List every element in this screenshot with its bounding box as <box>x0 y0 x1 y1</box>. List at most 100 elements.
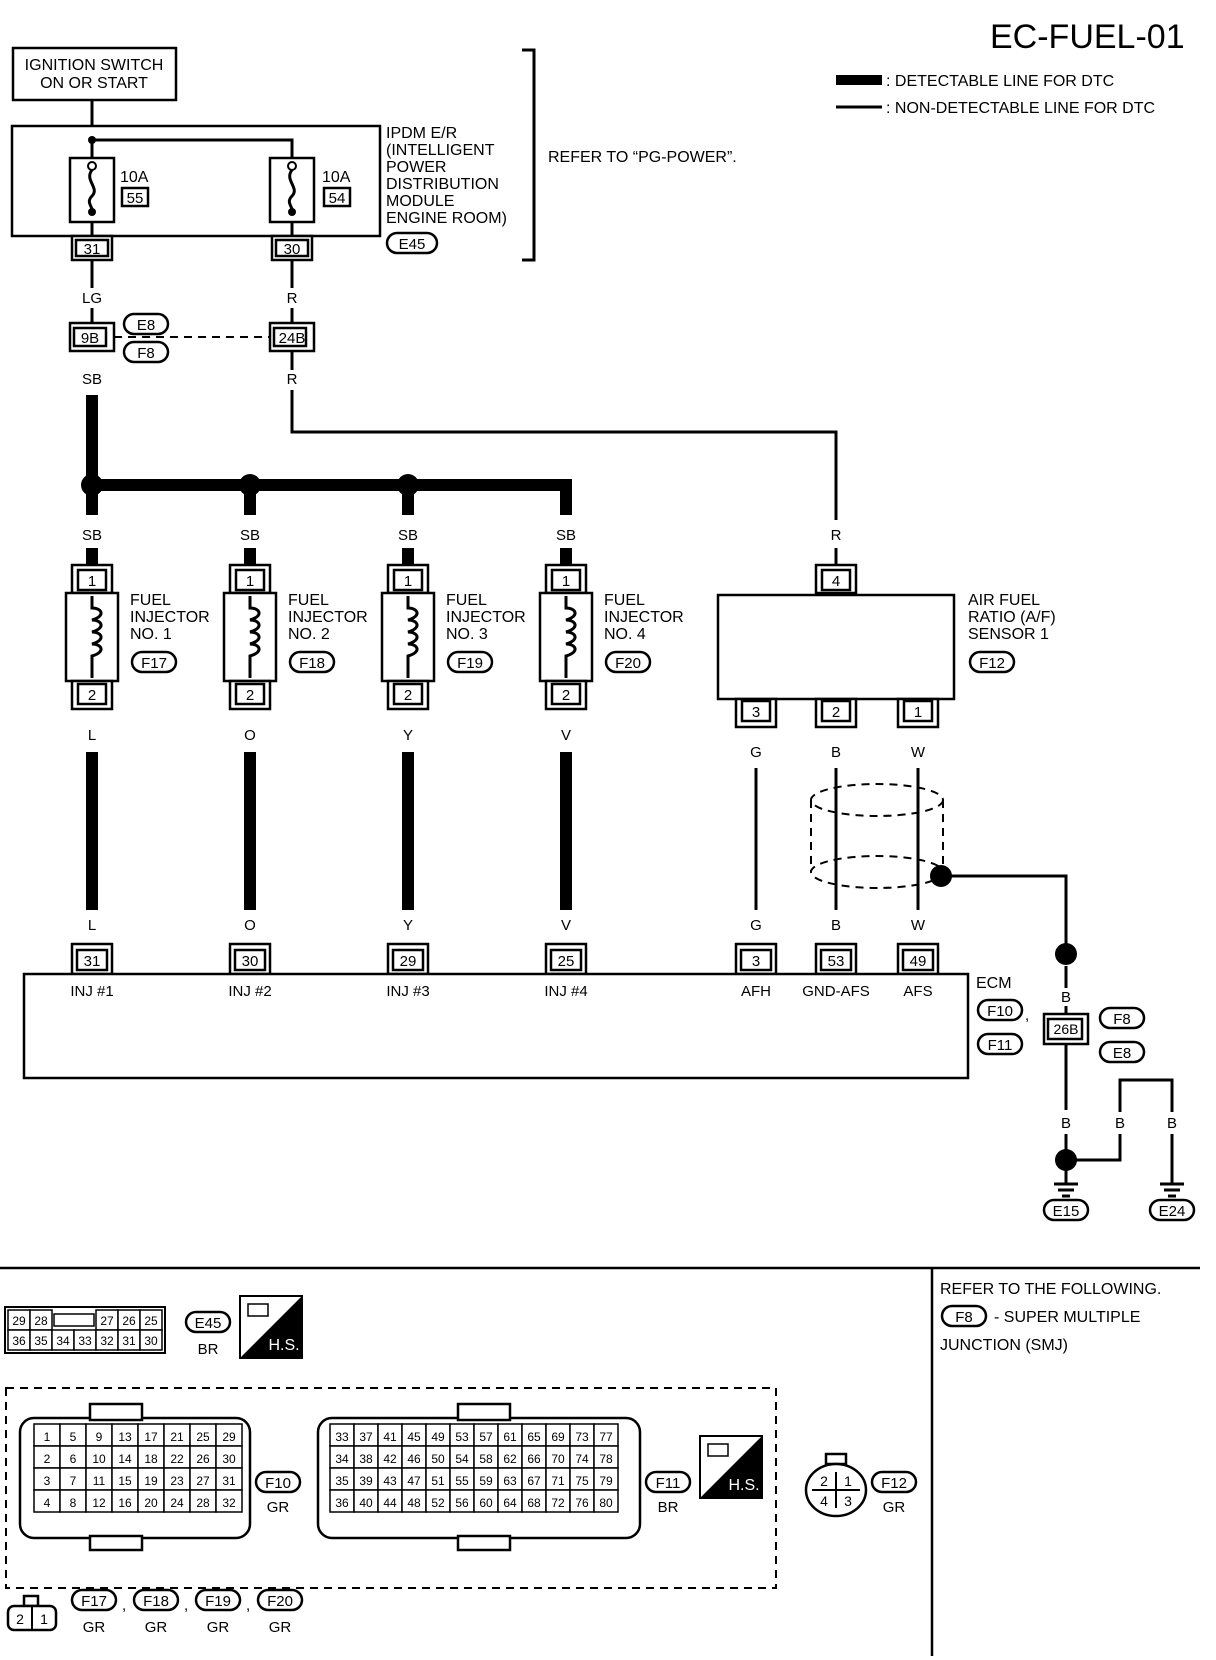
wire-r-mid: R <box>287 371 298 388</box>
ecm-wire-y: Y <box>403 917 413 934</box>
inj1-connector: F17 <box>141 655 167 672</box>
inj4-wire-sb: SB <box>556 527 576 544</box>
e45-view-name: E45 <box>195 1315 222 1332</box>
fuse-54-number: 54 <box>329 190 346 207</box>
f10-pin-16: 16 <box>118 1496 132 1510</box>
inj3-pin-bottom: 2 <box>404 687 412 704</box>
gnd-wire-b3: B <box>1115 1115 1125 1132</box>
f12-pin-2: 2 <box>820 1473 828 1489</box>
ecm-connector-f10: F10 <box>987 1003 1013 1020</box>
inj4-name-1: FUEL <box>604 592 645 609</box>
ecm-pin-25: 25 <box>558 953 575 970</box>
inj2-wire-sb: SB <box>240 527 260 544</box>
ignition-switch-box <box>11 46 178 102</box>
f10-pin-8: 8 <box>70 1496 77 1510</box>
f10-pin-19: 19 <box>144 1474 158 1488</box>
f11-pin-70: 70 <box>551 1452 565 1466</box>
f11-pin-41: 41 <box>383 1430 397 1444</box>
f10-pin-24: 24 <box>170 1496 184 1510</box>
ecm-pin-29: 29 <box>400 953 417 970</box>
inj1-name-1: FUEL <box>130 592 171 609</box>
f10-view-color: GR <box>267 1499 290 1516</box>
f10-pin-11: 11 <box>93 1474 106 1488</box>
f10-pin-27: 27 <box>196 1474 210 1488</box>
f12-pin-3: 3 <box>844 1493 852 1509</box>
inj2-name-2: INJECTOR <box>288 609 368 626</box>
inj4-connector: F20 <box>615 655 641 672</box>
f11-pin-53: 53 <box>455 1430 469 1444</box>
inj-view-pin-2: 2 <box>16 1611 24 1627</box>
inj-view-color-4: GR <box>269 1619 292 1636</box>
f11-pin-56: 56 <box>455 1496 469 1510</box>
svg-text:,: , <box>1025 1007 1029 1024</box>
f10-pin-14: 14 <box>118 1452 132 1466</box>
hs-badge-1: H.S. <box>239 1295 303 1359</box>
inj-view-sep-2: , <box>184 1597 188 1614</box>
ecm-wire-o: O <box>244 917 256 934</box>
f11-pin-55: 55 <box>455 1474 469 1488</box>
inj-view-name-f18: F18 <box>143 1593 169 1610</box>
af-sensor-body <box>716 593 956 701</box>
refer-following-2: - SUPER MULTIPLE <box>994 1309 1140 1326</box>
f11-pin-33: 33 <box>335 1430 349 1444</box>
inj1-pin-top: 1 <box>88 573 96 590</box>
f10-pin-17: 17 <box>144 1430 158 1444</box>
e45-pin-26: 26 <box>122 1314 136 1328</box>
f10-pin-12: 12 <box>92 1496 106 1510</box>
inj-view-sep-1: , <box>122 1597 126 1614</box>
inj1-pin-bottom: 2 <box>88 687 96 704</box>
inj1-name-3: NO. 1 <box>130 626 172 643</box>
gnd-connector-e8: E8 <box>1113 1045 1131 1062</box>
ecm-body <box>22 972 970 1080</box>
ecm-pin-30: 30 <box>242 953 259 970</box>
ecm-label-afh: AFH <box>741 983 771 1000</box>
gnd-connector-f8: F8 <box>1113 1011 1131 1028</box>
inj2-pin-top: 1 <box>246 573 254 590</box>
f11-pin-66: 66 <box>527 1452 541 1466</box>
f11-pin-68: 68 <box>527 1496 541 1510</box>
f11-pin-74: 74 <box>575 1452 589 1466</box>
gnd-junction-26b: 26B <box>1054 1021 1079 1037</box>
f11-pin-63: 63 <box>503 1474 517 1488</box>
ecm-connector-f11: F11 <box>988 1037 1013 1054</box>
ecm-wire-v: V <box>561 917 571 934</box>
inj4-wire-v: V <box>561 727 571 744</box>
inj1-wire-l: L <box>88 727 96 744</box>
f12-view-name: F12 <box>881 1475 907 1492</box>
inj3-name-1: FUEL <box>446 592 487 609</box>
ipdm-label-5: MODULE <box>386 193 454 210</box>
f10-pin-3: 3 <box>44 1474 51 1488</box>
f10-pin-9: 9 <box>96 1430 103 1444</box>
f11-pin-79: 79 <box>599 1474 613 1488</box>
gnd-e24: E24 <box>1159 1203 1186 1220</box>
af-pin-1: 1 <box>914 704 922 721</box>
inj3-wire-sb: SB <box>398 527 418 544</box>
f11-pin-80: 80 <box>599 1496 613 1510</box>
ipdm-label-3: POWER <box>386 159 446 176</box>
f11-pin-39: 39 <box>359 1474 373 1488</box>
junction-connector-e8: E8 <box>137 317 155 334</box>
inj-view-color-1: GR <box>83 1619 106 1636</box>
e45-pin-30: 30 <box>144 1334 158 1348</box>
wire-r-top: R <box>287 290 298 307</box>
f11-pin-59: 59 <box>479 1474 493 1488</box>
inj2-name-3: NO. 2 <box>288 626 330 643</box>
ipdm-terminal-31: 31 <box>84 241 101 258</box>
f10-pin-25: 25 <box>196 1430 210 1444</box>
ipdm-refer-note: REFER TO “PG-POWER”. <box>548 149 737 166</box>
f11-pin-71: 71 <box>551 1474 565 1488</box>
f11-pin-65: 65 <box>527 1430 541 1444</box>
af-name-1: AIR FUEL <box>968 592 1040 609</box>
ipdm-connector: E45 <box>399 236 426 253</box>
fuse-54-rating: 10A <box>322 169 351 186</box>
ignition-line2: ON OR START <box>40 75 148 92</box>
e45-pin-32: 32 <box>100 1334 114 1348</box>
inj-view-name-f17: F17 <box>81 1593 107 1610</box>
f11-pin-58: 58 <box>479 1452 493 1466</box>
e45-pin-35: 35 <box>34 1334 48 1348</box>
ecm-label-inj3: INJ #3 <box>386 983 429 1000</box>
f10-pin-1: 1 <box>44 1430 51 1444</box>
inj3-wire-y: Y <box>403 727 413 744</box>
inj2-wire-o: O <box>244 727 256 744</box>
